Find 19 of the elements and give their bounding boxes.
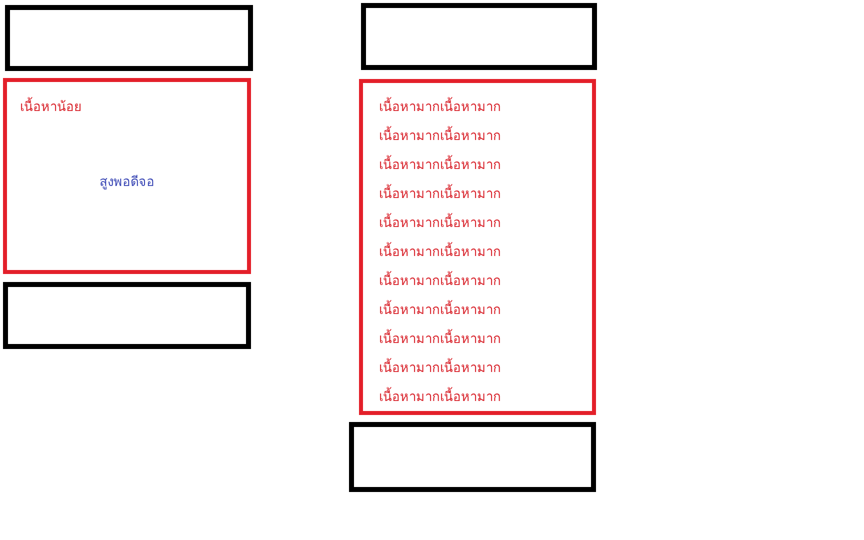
body-text: เนื้อหามากเนื้อหามาก: [379, 331, 501, 349]
empty-box: [349, 422, 596, 492]
body-text: เนื้อหามากเนื้อหามาก: [379, 99, 501, 117]
content-panel: [3, 78, 251, 274]
body-text: สูงพอดีจอ: [100, 174, 154, 192]
body-text: เนื้อหามากเนื้อหามาก: [379, 186, 501, 204]
body-text: เนื้อหามากเนื้อหามาก: [379, 273, 501, 291]
body-text: เนื้อหามากเนื้อหามาก: [379, 302, 501, 320]
body-text: เนื้อหามากเนื้อหามาก: [379, 128, 501, 146]
empty-box: [3, 282, 251, 349]
body-text: เนื้อหามากเนื้อหามาก: [379, 244, 501, 262]
body-text: เนื้อหามากเนื้อหามาก: [379, 389, 501, 407]
body-text: เนื้อหามากเนื้อหามาก: [379, 360, 501, 378]
empty-box: [5, 5, 253, 71]
body-text: เนื้อหามากเนื้อหามาก: [379, 157, 501, 175]
body-text: เนื้อหามากเนื้อหามาก: [379, 215, 501, 233]
body-text: เนื้อหาน้อย: [20, 99, 82, 117]
empty-box: [361, 3, 597, 70]
content-panel: [359, 79, 596, 415]
